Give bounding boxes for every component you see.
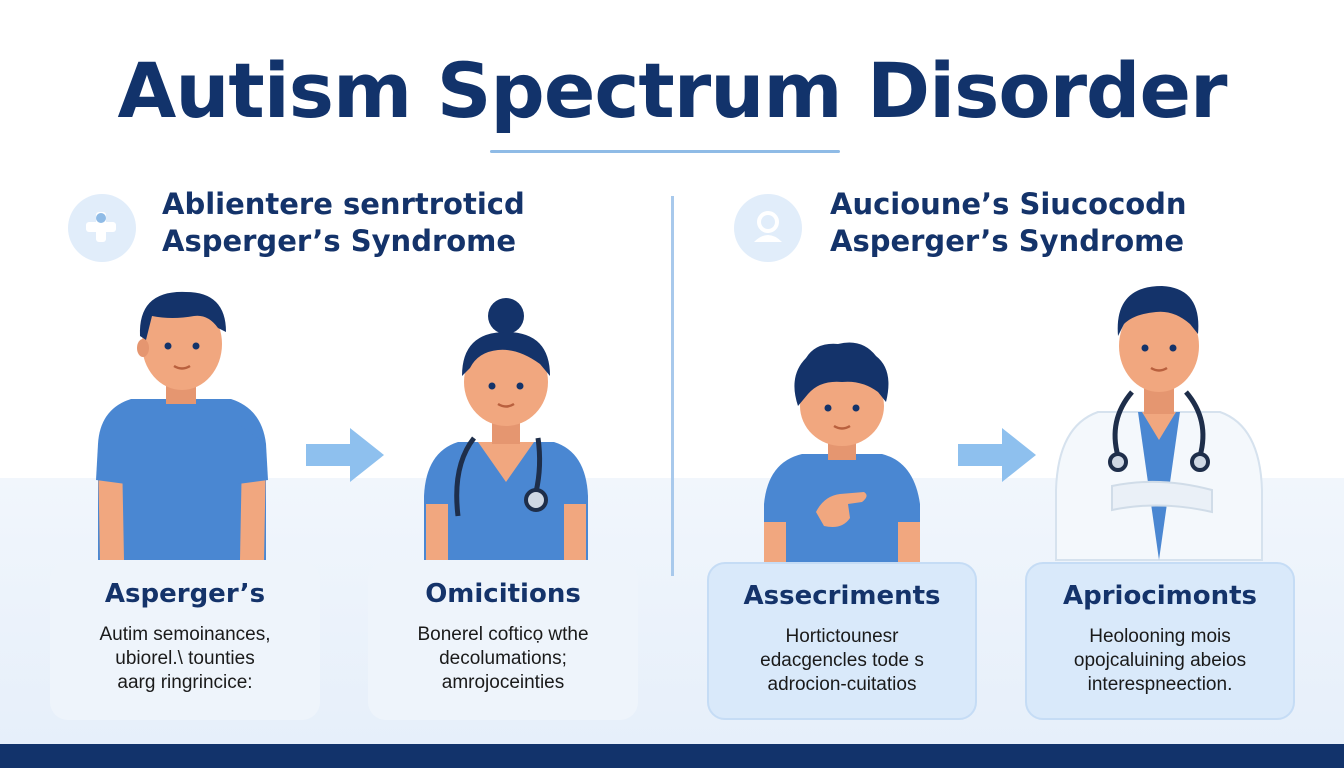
card-line: interespneection.	[1087, 674, 1233, 695]
title-underline	[490, 150, 840, 153]
card-aspergers: Asperger’s Autim semoinances, ubiorel.\ …	[50, 562, 320, 720]
card-line: adrocion-cuitatios	[767, 674, 917, 695]
left-heading-line1: Ablientere senrtroticd	[162, 187, 525, 221]
right-heading-line1: Aucioune’s Siucocodn	[830, 187, 1187, 221]
card-title: Assecriments	[743, 581, 941, 611]
card-line: ubiorel.\ tounties	[115, 648, 255, 669]
arrow-right-icon	[306, 428, 384, 482]
nurse-illustration	[424, 298, 588, 560]
card-line: edacgencles tode s	[760, 650, 924, 671]
section-divider	[671, 196, 674, 576]
card-line: Bonerel cofticọ wthe	[417, 624, 589, 645]
card-description: Bonerel cofticọ wthe decolumations; amro…	[368, 623, 638, 695]
card-line: Hortictounesr	[785, 626, 899, 647]
card-title: Omicitions	[425, 579, 581, 609]
card-description: Heolooning mois opojcaluining abeios int…	[1027, 625, 1293, 697]
stethoscope-icon	[68, 194, 136, 262]
footer-bar	[0, 744, 1344, 768]
card-description: Hortictounesr edacgencles tode s adrocio…	[709, 625, 975, 697]
page-title: Autism Spectrum Disorder	[117, 46, 1228, 135]
right-heading-line2: Asperger’s Syndrome	[830, 224, 1185, 258]
card-title: Apriocimonts	[1062, 581, 1258, 611]
card-line: Heolooning mois	[1089, 626, 1231, 647]
card-line: amrojoceinties	[441, 672, 565, 693]
man-illustration	[96, 291, 268, 560]
boy-illustration	[764, 342, 920, 562]
card-omicitions: Omicitions Bonerel cofticọ wthe decoluma…	[368, 562, 638, 720]
card-title: Asperger’s	[104, 579, 266, 609]
card-line: opojcaluining abeios	[1073, 650, 1247, 671]
doctor-illustration	[1055, 286, 1263, 561]
card-assecriments: Assecriments Hortictounesr edacgencles t…	[707, 562, 977, 720]
left-section-heading: Ablientere senrtroticd Asperger’s Syndro…	[162, 186, 525, 260]
card-description: Autim semoinances, ubiorel.\ tounties aa…	[50, 623, 320, 695]
person-icon	[734, 194, 802, 262]
left-heading-line2: Asperger’s Syndrome	[162, 224, 517, 258]
card-line: aarg ringrincice:	[117, 672, 253, 693]
right-section-heading: Aucioune’s Siucocodn Asperger’s Syndrome	[830, 186, 1187, 260]
card-line: Autim semoinances,	[99, 624, 271, 645]
card-apriocimonts: Apriocimonts Heolooning mois opojcaluini…	[1025, 562, 1295, 720]
arrow-right-icon	[958, 428, 1036, 482]
card-line: decolumations;	[439, 648, 567, 669]
